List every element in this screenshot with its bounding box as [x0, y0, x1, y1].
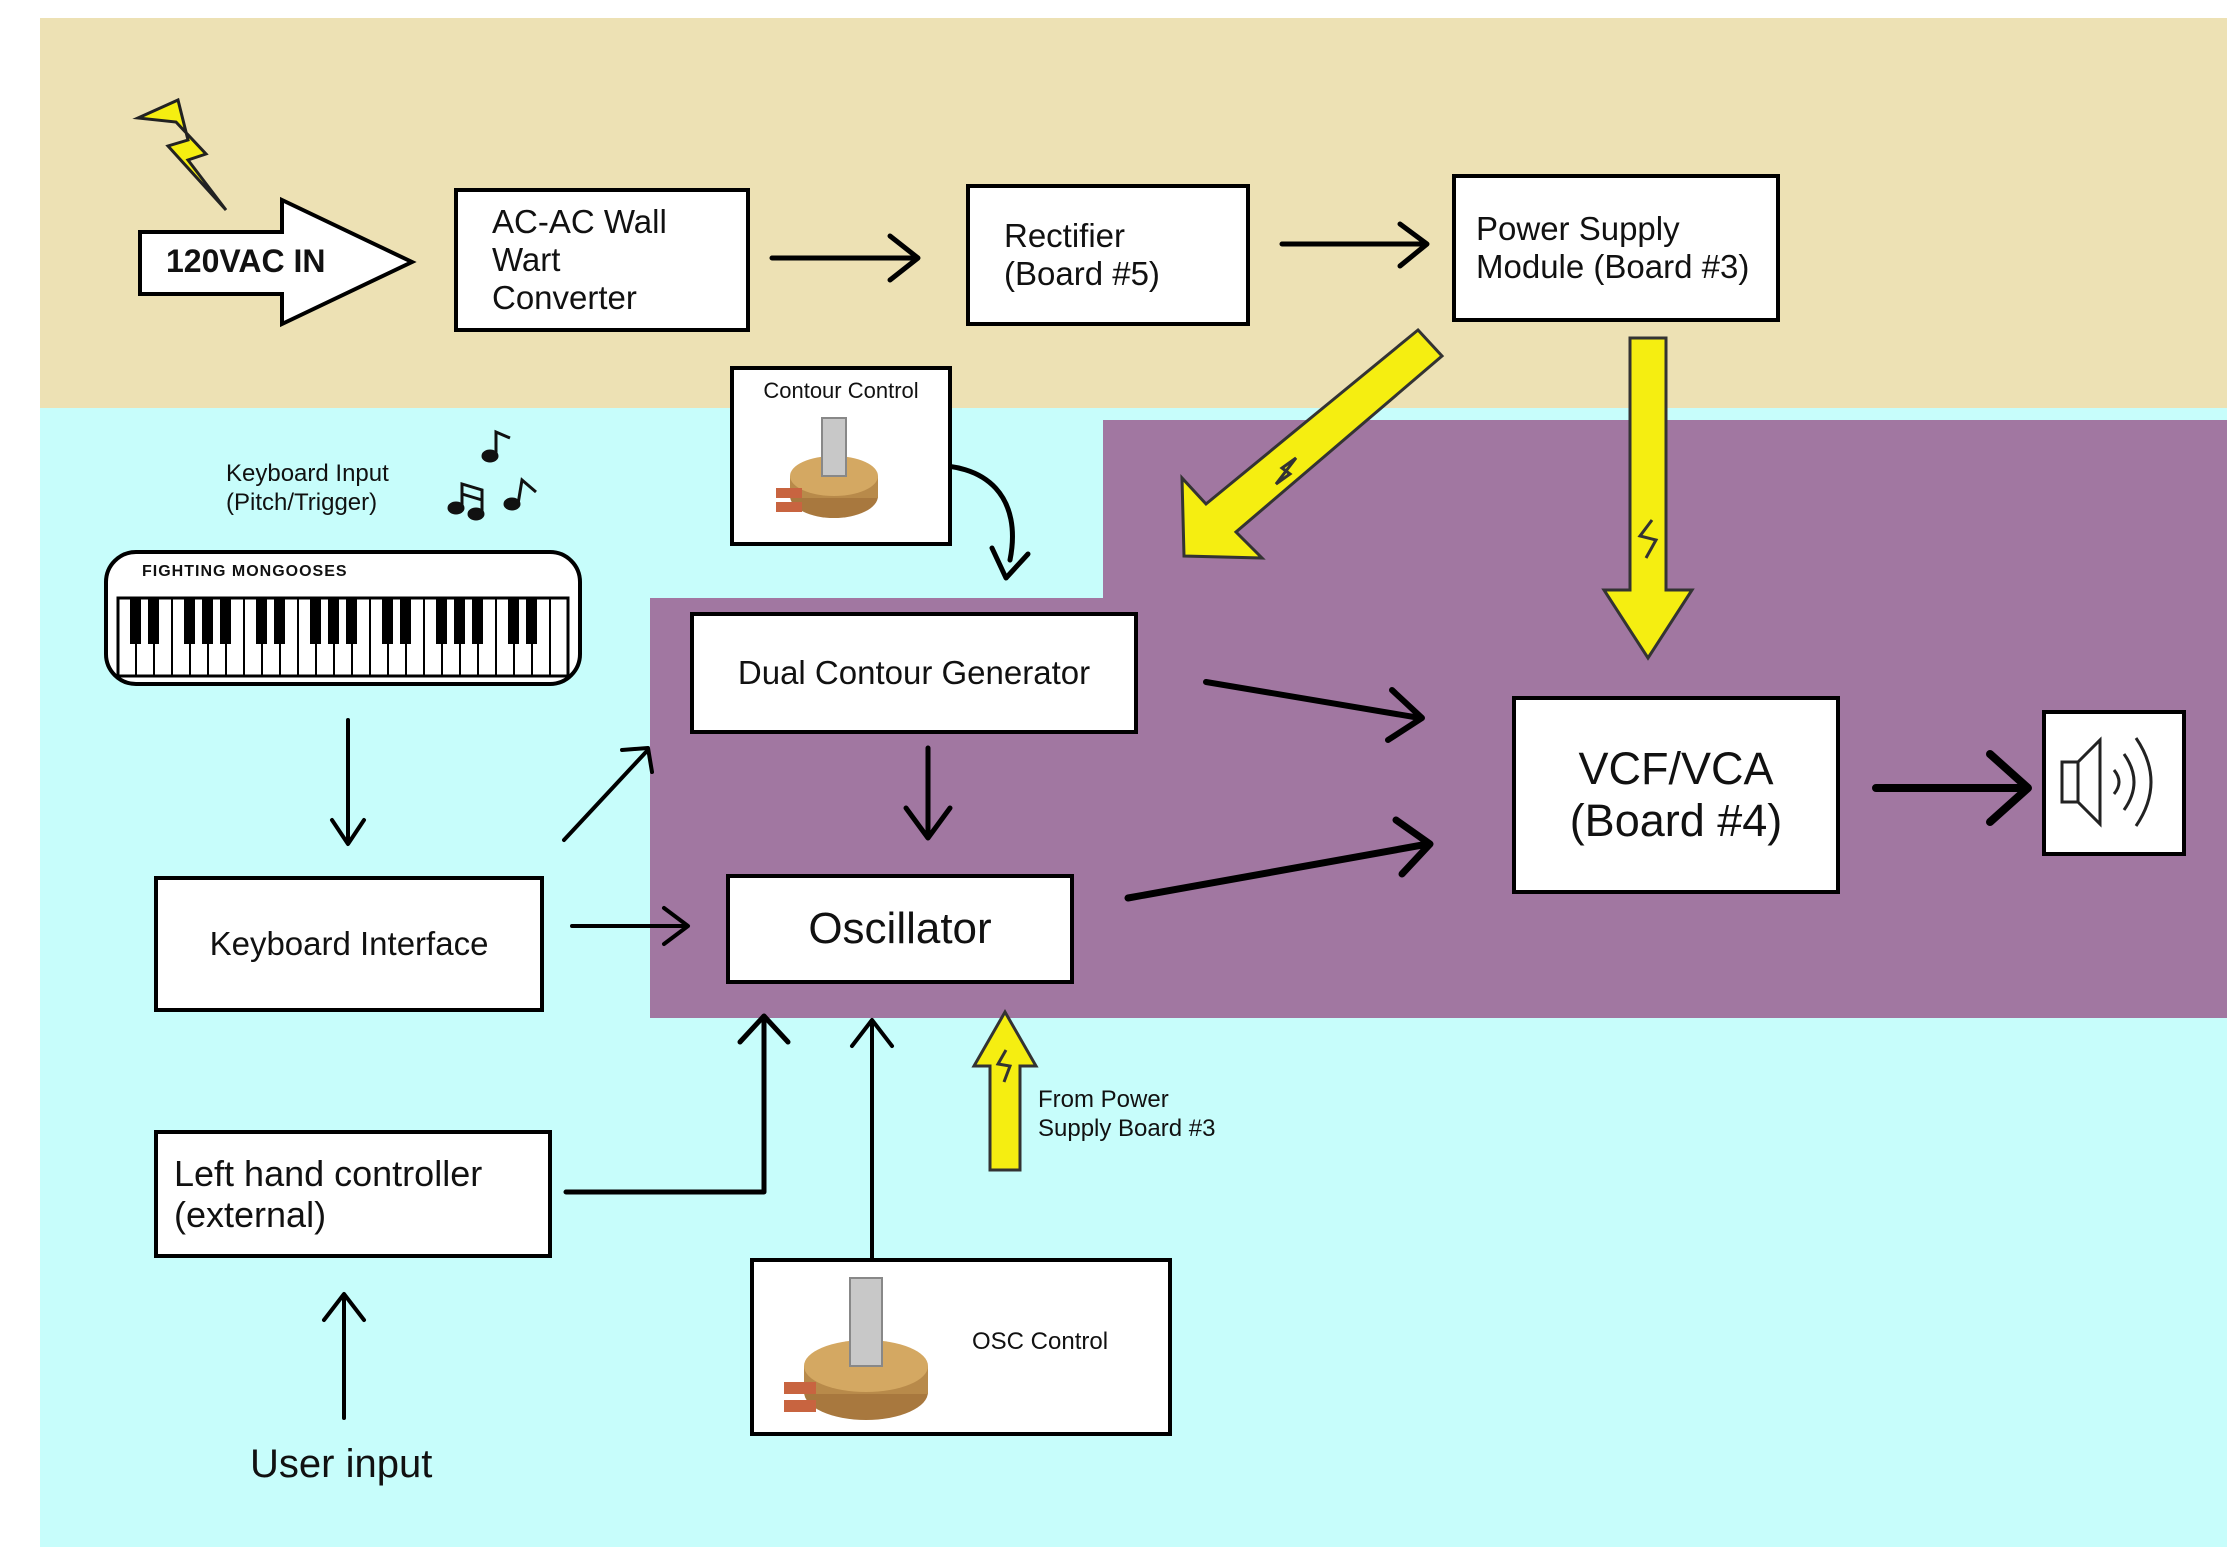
potentiometer-icon	[776, 417, 878, 518]
arrow-osc-to-vcf	[1124, 816, 1434, 902]
arrow-vcf-to-speaker	[1872, 750, 2032, 826]
user-input-label: User input	[250, 1442, 433, 1486]
arrow-interface-to-contour	[562, 746, 654, 842]
arrow-lefthand-to-osc	[563, 1013, 791, 1195]
dual-contour-generator-label: Dual Contour Generator	[737, 654, 1091, 692]
keyboard-input-label: Keyboard Input (Pitch/Trigger)	[226, 460, 389, 516]
osc-control-box: OSC Control	[750, 1258, 1172, 1436]
power-arrow-up	[971, 1008, 1039, 1172]
ac-input-label: 120VAC IN	[166, 243, 326, 279]
keyboard-interface-label: Keyboard Interface	[209, 925, 489, 963]
arrow-interface-to-osc	[570, 906, 690, 946]
wall-wart-converter-block: AC-AC Wall Wart Converter	[454, 188, 750, 332]
keyboard-icon	[104, 550, 582, 686]
oscillator-block: Oscillator	[726, 874, 1074, 984]
arrow-rectifier-to-psu	[1279, 221, 1430, 269]
oscillator-label: Oscillator	[808, 903, 992, 953]
left-hand-controller-label: Left hand controller (external)	[174, 1152, 483, 1235]
arrow-wallwart-to-rectifier	[769, 233, 921, 283]
osc-control-label: OSC Control	[972, 1328, 1109, 1355]
left-hand-controller-block: Left hand controller (external)	[154, 1130, 552, 1258]
keyboard-interface-block: Keyboard Interface	[154, 876, 544, 1012]
vcf-vca-label: VCF/VCA (Board #4)	[1569, 743, 1783, 846]
from-power-supply-label: From Power Supply Board #3	[1038, 1086, 1216, 1142]
arrow-contour-to-osc	[903, 745, 953, 841]
potentiometer-icon	[784, 1277, 928, 1420]
arrow-contour-to-vcf	[1203, 679, 1425, 743]
power-arrow-diagonal	[1180, 327, 1445, 560]
wall-wart-converter-label: AC-AC Wall Wart Converter	[492, 203, 667, 316]
contour-control-label: Contour Control	[763, 378, 919, 403]
lightning-bolt-icon	[132, 97, 228, 212]
keyboard-brand-label: FIGHTING MONGOOSES	[142, 563, 348, 580]
arrow-osccontrol-to-osc	[850, 1018, 894, 1262]
arrow-user-to-lefthand	[322, 1292, 366, 1420]
ac-input-arrow	[138, 196, 417, 328]
contour-control-box: Contour Control	[730, 366, 952, 546]
speaker-icon	[2042, 710, 2186, 856]
music-notes-icon	[447, 429, 537, 521]
vcf-vca-block: VCF/VCA (Board #4)	[1512, 696, 1840, 894]
power-supply-module-block: Power Supply Module (Board #3)	[1452, 174, 1780, 322]
power-supply-module-label: Power Supply Module (Board #3)	[1476, 210, 1750, 285]
power-arrow-down	[1601, 336, 1695, 661]
arrow-keyboard-to-interface	[330, 718, 366, 846]
rectifier-block: Rectifier (Board #5)	[966, 184, 1250, 326]
rectifier-label: Rectifier (Board #5)	[1004, 217, 1160, 292]
dual-contour-generator-block: Dual Contour Generator	[690, 612, 1138, 734]
